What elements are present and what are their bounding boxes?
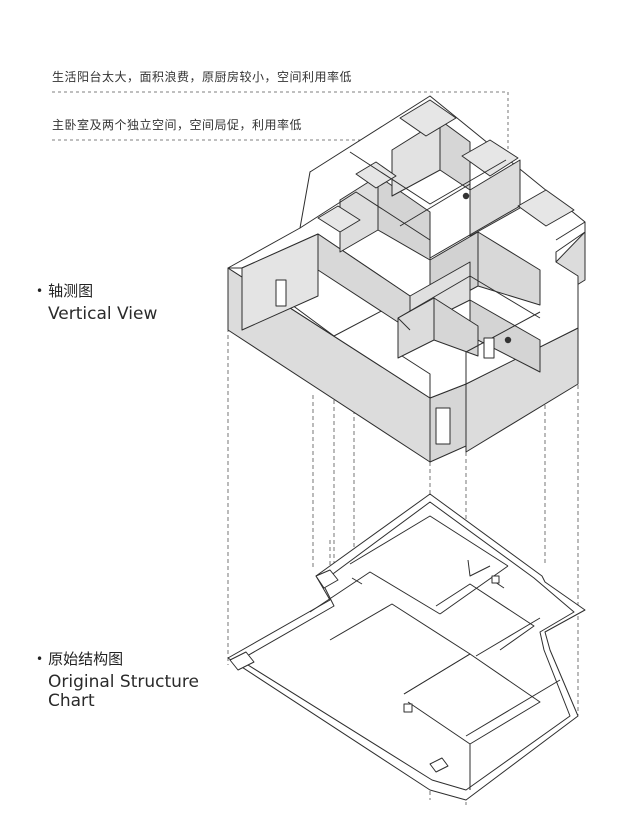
axonometric-view-label: • 轴测图 Vertical View: [36, 280, 157, 324]
original-title-zh: 原始结构图: [48, 650, 124, 668]
plan-fixture-door: [429, 757, 449, 773]
axonometric-model: [227, 95, 586, 463]
annotation-marker-kitchen: [504, 336, 512, 344]
plan-room-lines: [309, 515, 561, 790]
plan-fixture-corner: [315, 569, 339, 589]
door-frame-1: [435, 407, 451, 445]
niche-2: [461, 139, 519, 177]
annotation-marker-bedroom: [462, 192, 470, 200]
niche-5: [355, 161, 397, 189]
original-title-en-line1: Original Structure: [48, 672, 200, 692]
door-frame-2: [275, 279, 287, 307]
plan-fixture-small-1: [403, 703, 413, 713]
bullet-icon: •: [36, 651, 44, 666]
niche-4: [317, 205, 361, 233]
bullet-icon: •: [36, 283, 44, 298]
original-structure-label: • 原始结构图 Original Structure Chart: [36, 648, 199, 711]
room-wall-7: [477, 231, 541, 306]
annotation-balcony-kitchen: 生活阳台太大，面积浪费，原厨房较小，空间利用率低: [52, 70, 353, 84]
axonometric-title-zh: 轴测图: [48, 282, 94, 300]
door-frame-3: [483, 337, 495, 359]
axonometric-title-en: Vertical View: [48, 304, 158, 324]
original-structure-plan: [227, 493, 586, 801]
plan-fixture-small-2: [491, 575, 500, 584]
wall-top-lines: [228, 151, 586, 398]
niche-3: [517, 189, 575, 227]
plan-fixture-entry: [229, 651, 255, 671]
original-title-en-line2: Chart: [48, 691, 95, 711]
room-wall-11: [433, 297, 479, 357]
niche-1: [399, 99, 457, 137]
plan-outer-boundary: [227, 493, 586, 801]
annotation-bedrooms: 主卧室及两个独立空间，空间局促，利用率低: [52, 118, 303, 132]
